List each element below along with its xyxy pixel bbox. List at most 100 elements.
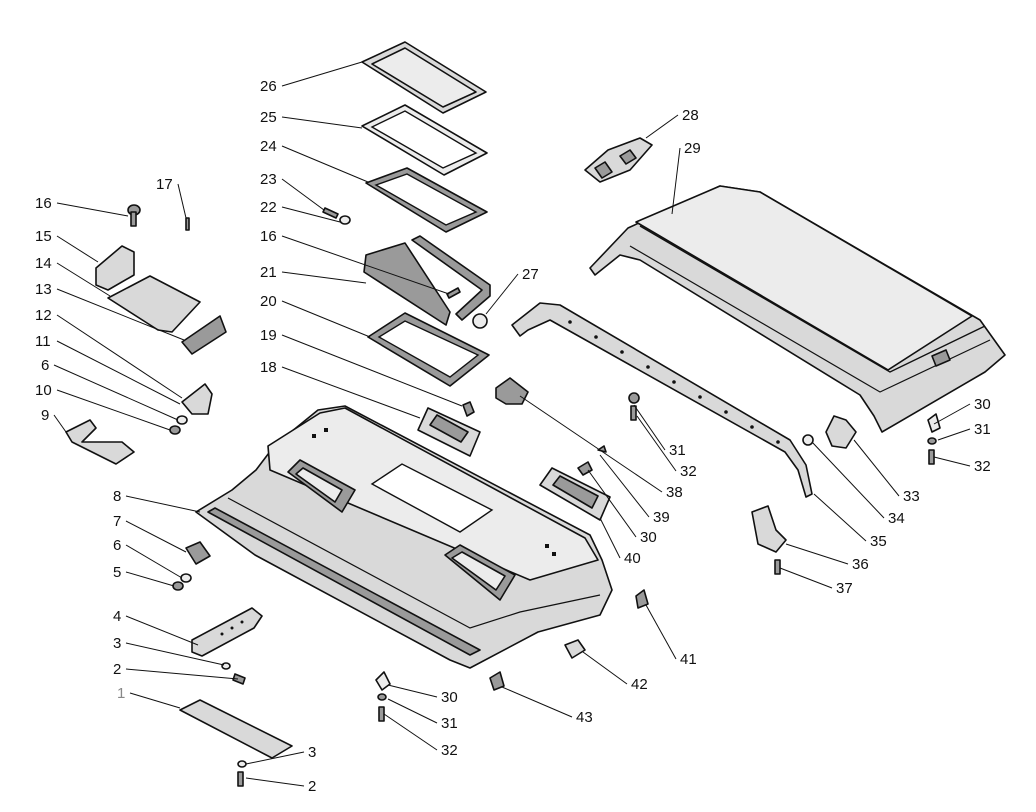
part-41-fastener	[635, 589, 649, 609]
callout-layer: 1223345667891011121314151616171819202122…	[35, 61, 991, 795]
callout-label-17: 17	[156, 176, 173, 193]
callout-label-3: 3	[113, 635, 121, 652]
callout-label-23: 23	[260, 171, 277, 188]
leader-line-40	[599, 517, 621, 559]
part-7-bracket	[185, 541, 211, 565]
callout-label-20: 20	[260, 293, 277, 310]
leader-line-16	[56, 202, 129, 217]
callout-label-30: 30	[974, 396, 991, 413]
callout-label-5: 5	[113, 564, 121, 581]
part-14-plate	[107, 275, 201, 333]
part-6-washer-lower	[180, 573, 192, 583]
part-37-screw	[774, 559, 781, 575]
callout-label-33: 33	[903, 488, 920, 505]
leader-line-26	[281, 61, 363, 87]
callout-label-4: 4	[113, 608, 121, 625]
part-43-fastener	[489, 671, 505, 691]
part-18-lamp-housing	[417, 407, 481, 457]
callout-label-14: 14	[35, 255, 52, 272]
leader-line-30	[933, 403, 971, 425]
callout-label-10: 10	[35, 382, 52, 399]
rail-hole	[698, 395, 702, 399]
part-2-screw	[232, 673, 246, 685]
callout-label-43: 43	[576, 709, 593, 726]
part-6-washer-upper	[176, 415, 188, 425]
callout-label-9: 9	[41, 407, 49, 424]
part-19-clip	[462, 401, 475, 417]
leader-line-10	[56, 389, 171, 431]
callout-label-28: 28	[682, 107, 699, 124]
rail-hole	[568, 320, 572, 324]
callout-label-6: 6	[41, 357, 49, 374]
part-23-screw	[322, 207, 339, 219]
leader-line-37	[779, 567, 833, 589]
callout-label-11: 11	[35, 333, 51, 350]
part-5-nut	[172, 581, 184, 591]
leader-line-39	[599, 454, 650, 518]
leader-line-17	[177, 183, 187, 219]
leader-line-6	[53, 364, 179, 421]
callout-label-31: 31	[441, 715, 458, 732]
leader-line-8	[125, 495, 201, 513]
callout-label-16: 16	[260, 228, 277, 245]
leader-line-34	[811, 441, 885, 519]
callout-label-35: 35	[870, 533, 887, 550]
leader-line-18	[281, 366, 421, 419]
part-30-clip-right	[927, 413, 941, 433]
part-32-screw-right	[928, 449, 935, 465]
leader-line-30	[587, 469, 637, 538]
rail-hole	[594, 335, 598, 339]
callout-label-26: 26	[260, 78, 277, 95]
part-39-screw	[577, 445, 607, 476]
part-26-cover-pad	[361, 41, 487, 114]
part-31-washer-rail	[628, 392, 640, 404]
part-30-clip-centre	[375, 671, 391, 691]
callout-label-6: 6	[113, 537, 121, 554]
leader-line-7	[125, 520, 187, 553]
leader-line-21	[281, 271, 367, 284]
leader-line-32	[383, 713, 438, 751]
callout-label-2: 2	[308, 778, 316, 795]
part-25-frame	[361, 104, 488, 176]
part-34-grommet	[802, 434, 814, 446]
part-4-strap	[191, 607, 263, 657]
leader-line-5	[125, 571, 175, 587]
part-2-screw-lower	[237, 771, 244, 787]
part-10-nut	[169, 425, 181, 435]
leader-line-41	[645, 604, 677, 660]
callout-label-32: 32	[680, 463, 697, 480]
part-35-rail	[511, 302, 813, 498]
part-3-washer-lower	[237, 760, 247, 768]
part-24-seal	[365, 167, 488, 233]
leader-line-2	[245, 777, 305, 787]
part-22-washer	[339, 215, 351, 225]
rail-hole	[750, 425, 754, 429]
rail-hole	[672, 380, 676, 384]
callout-label-1: 1	[117, 685, 125, 702]
part-20-lower-frame	[367, 312, 490, 387]
leader-line-22	[281, 206, 341, 223]
leader-line-4	[125, 615, 199, 646]
callout-label-2: 2	[113, 661, 121, 678]
leader-line-30	[387, 684, 438, 698]
rail-hole	[646, 365, 650, 369]
callout-label-16: 16	[35, 195, 52, 212]
leader-line-14	[56, 262, 111, 297]
leader-line-43	[501, 686, 573, 718]
callout-label-36: 36	[852, 556, 869, 573]
callout-label-8: 8	[113, 488, 121, 505]
leader-line-12	[56, 314, 183, 399]
part-21-side-members	[363, 235, 491, 326]
part-38-connector	[495, 377, 529, 405]
part-3-washer	[221, 662, 231, 670]
callout-label-39: 39	[653, 509, 670, 526]
leader-line-24	[281, 145, 369, 183]
part-33-hinge	[825, 415, 857, 449]
leader-line-13	[56, 288, 185, 341]
leader-line-32	[933, 456, 971, 467]
leader-line-6	[125, 544, 183, 579]
callout-label-18: 18	[260, 359, 277, 376]
callout-label-15: 15	[35, 228, 52, 245]
leader-line-29	[671, 147, 681, 215]
